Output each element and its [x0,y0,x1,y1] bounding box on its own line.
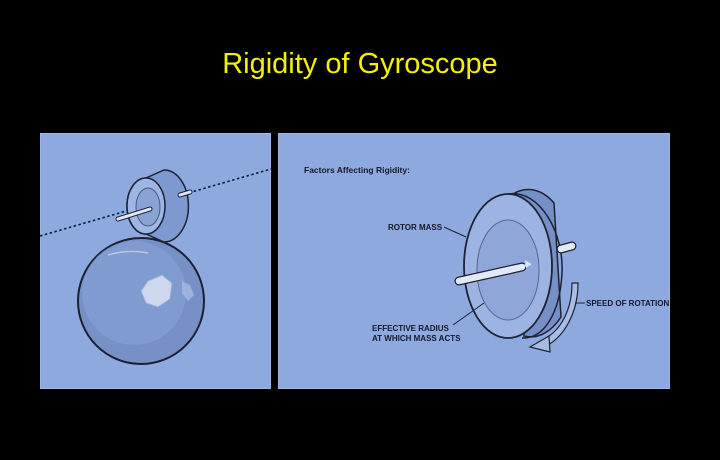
factors-heading: Factors Affecting Rigidity: [304,165,410,175]
effective-radius-leader [452,302,485,326]
effective-radius-line2: AT WHICH MASS ACTS [372,334,461,343]
rotor-diagram [443,188,585,353]
rotor-mass-label: ROTOR MASS [388,223,443,232]
effective-radius-label: EFFECTIVE RADIUS AT WHICH MASS ACTS [372,324,460,344]
rotor-mass-leader [443,226,467,238]
effective-radius-arrow [505,260,532,271]
gyro-rotor [115,169,193,243]
earth-gyroscope-illustration [40,168,271,365]
earth-gyroscope-panel [40,133,271,389]
slide-title: Rigidity of Gyroscope [222,48,498,80]
earth-globe [77,237,205,365]
effective-radius-line1: EFFECTIVE RADIUS [372,324,449,333]
speed-of-rotation-arrow [528,282,579,353]
speed-of-rotation-label: SPEED OF ROTATION [586,299,670,308]
factors-panel: Factors Affecting Rigidity: ROTOR MASS E… [278,133,670,389]
